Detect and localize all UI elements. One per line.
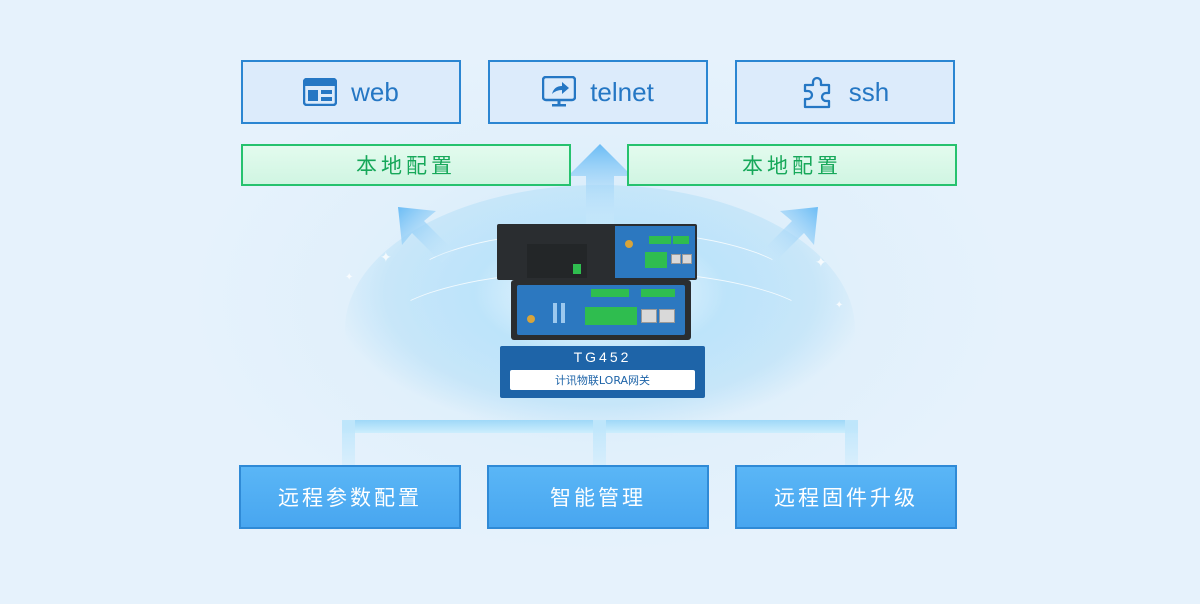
method-web: web [241, 60, 461, 124]
sparkle-icon: ✦ [835, 300, 844, 311]
up-left-arrow-icon [398, 207, 454, 263]
screen-share-icon [542, 76, 577, 107]
local-config-right: 本地配置 [627, 144, 957, 186]
up-right-arrow-icon [762, 207, 818, 263]
feature-remote-param-config: 远程参数配置 [239, 465, 461, 529]
connector-drop-center [593, 420, 606, 466]
local-config-left: 本地配置 [241, 144, 571, 186]
up-arrow-icon [568, 144, 632, 228]
connector-drop-right [845, 420, 858, 466]
sparkle-icon: ✦ [815, 255, 827, 271]
method-label: web [351, 76, 399, 107]
feature-remote-firmware-upgrade: 远程固件升级 [735, 465, 957, 529]
method-ssh: ssh [735, 60, 955, 124]
feature-smart-management: 智能管理 [487, 465, 709, 529]
device-label: TG452 计讯物联LORA网关 [500, 346, 705, 398]
gateway-device-top-unit [497, 224, 697, 280]
browser-window-icon [303, 78, 338, 106]
method-label: ssh [848, 76, 890, 107]
sparkle-icon: ✦ [345, 272, 354, 283]
sparkle-icon: ✦ [380, 250, 392, 266]
gateway-device-bottom-unit [511, 280, 691, 340]
method-telnet: telnet [488, 60, 708, 124]
connector-drop-left [342, 420, 355, 466]
puzzle-icon [803, 76, 830, 109]
device-model: TG452 [573, 349, 632, 365]
device-subtitle: 计讯物联LORA网关 [510, 370, 695, 390]
method-label: telnet [590, 76, 654, 107]
